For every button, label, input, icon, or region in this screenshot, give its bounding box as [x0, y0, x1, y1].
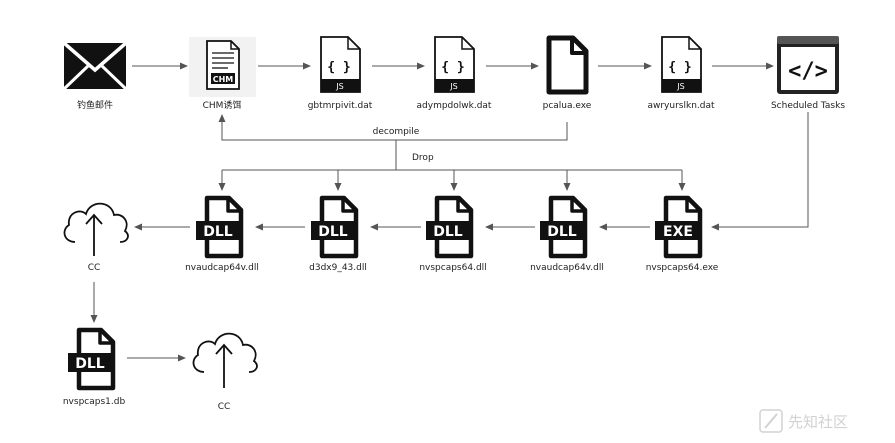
node-label: CHM诱饵 — [203, 99, 242, 111]
watermark-text: 先知社区 — [788, 413, 848, 431]
node-d3dx9-43: DLL d3dx9_43.dll — [309, 195, 367, 273]
file-icon — [546, 35, 589, 95]
node-label: CC — [88, 263, 101, 273]
node-label: nvaudcap64v.dll — [530, 263, 604, 273]
node-label: adympdolwk.dat — [417, 101, 492, 111]
node-nvspcaps64-exe: EXE nvspcaps64.exe — [646, 195, 719, 273]
node-label: CC — [218, 402, 231, 412]
watermark: 先知社区 — [759, 409, 848, 433]
cloud-upload-icon — [192, 332, 258, 388]
glyph-text: </> — [788, 59, 828, 84]
node-label: awryurslkn.dat — [647, 101, 715, 111]
js-file-icon: { } JS — [320, 36, 361, 93]
badge-text: DLL — [547, 224, 577, 240]
node-scheduled-tasks: </> Scheduled Tasks — [771, 36, 845, 111]
dll-file-icon: DLL — [68, 327, 116, 391]
code-window-icon: </> — [777, 36, 839, 94]
badge-text: CHM — [213, 75, 234, 84]
glyph-text: { } — [327, 60, 350, 75]
js-file-icon: { } JS — [434, 36, 475, 93]
node-adympdolwk: { } JS adympdolwk.dat — [417, 36, 492, 111]
dll-file-icon: DLL — [196, 195, 244, 259]
node-label: 钓鱼邮件 — [77, 99, 113, 111]
node-gbtmrpivit: { } JS gbtmrpivit.dat — [308, 36, 373, 111]
node-label: gbtmrpivit.dat — [308, 101, 373, 111]
dll-file-icon: DLL — [426, 195, 474, 259]
node-label: d3dx9_43.dll — [309, 263, 367, 273]
badge-text: JS — [335, 82, 343, 91]
node-nvspcaps64-dll: DLL nvspcaps64.dll — [419, 195, 487, 273]
node-label: pcalua.exe — [543, 101, 592, 111]
exe-file-icon: EXE — [655, 195, 703, 259]
badge-text: DLL — [433, 224, 463, 240]
envelope-icon — [62, 41, 128, 91]
edge-tasks-to-exe — [711, 112, 809, 231]
node-label: Scheduled Tasks — [771, 101, 845, 111]
node-cc-bottom: CC — [192, 332, 258, 412]
dll-file-icon: DLL — [311, 195, 359, 259]
glyph-text: { } — [441, 60, 464, 75]
node-nvspcaps1-db: DLL nvspcaps1.db — [63, 327, 126, 407]
node-label: nvspcaps1.db — [63, 397, 126, 407]
node-phishing-mail: 钓鱼邮件 — [62, 41, 128, 111]
badge-text: DLL — [203, 224, 233, 240]
edge-pcalua-decompile-chm — [218, 114, 568, 141]
badge-text: DLL — [318, 224, 348, 240]
chm-file-icon: CHM — [206, 40, 240, 90]
edge-label-drop: Drop — [412, 153, 434, 163]
node-label: nvaudcap64v.dll — [185, 263, 259, 273]
node-cc-top: CC — [63, 202, 129, 273]
cloud-upload-icon — [63, 202, 129, 256]
node-pcalua: pcalua.exe — [543, 35, 592, 111]
dll-file-icon: DLL — [540, 195, 588, 259]
badge-text: EXE — [663, 224, 693, 240]
node-label: nvspcaps64.exe — [646, 263, 719, 273]
node-awryurslkn: { } JS awryurslkn.dat — [647, 36, 715, 111]
node-chm-lure: CHM CHM诱饵 — [189, 37, 256, 111]
node-nvaudcap64v-b: DLL nvaudcap64v.dll — [530, 195, 604, 273]
connectors — [90, 62, 809, 362]
glyph-text: { } — [668, 60, 691, 75]
node-nvaudcap64v-a: DLL nvaudcap64v.dll — [185, 195, 259, 273]
watermark-logo-icon — [759, 409, 783, 433]
badge-text: JS — [449, 82, 457, 91]
node-label: nvspcaps64.dll — [419, 263, 486, 273]
edge-label-decompile: decompile — [373, 127, 420, 137]
badge-text: DLL — [75, 356, 105, 372]
js-file-icon: { } JS — [661, 36, 702, 93]
badge-text: JS — [676, 82, 684, 91]
